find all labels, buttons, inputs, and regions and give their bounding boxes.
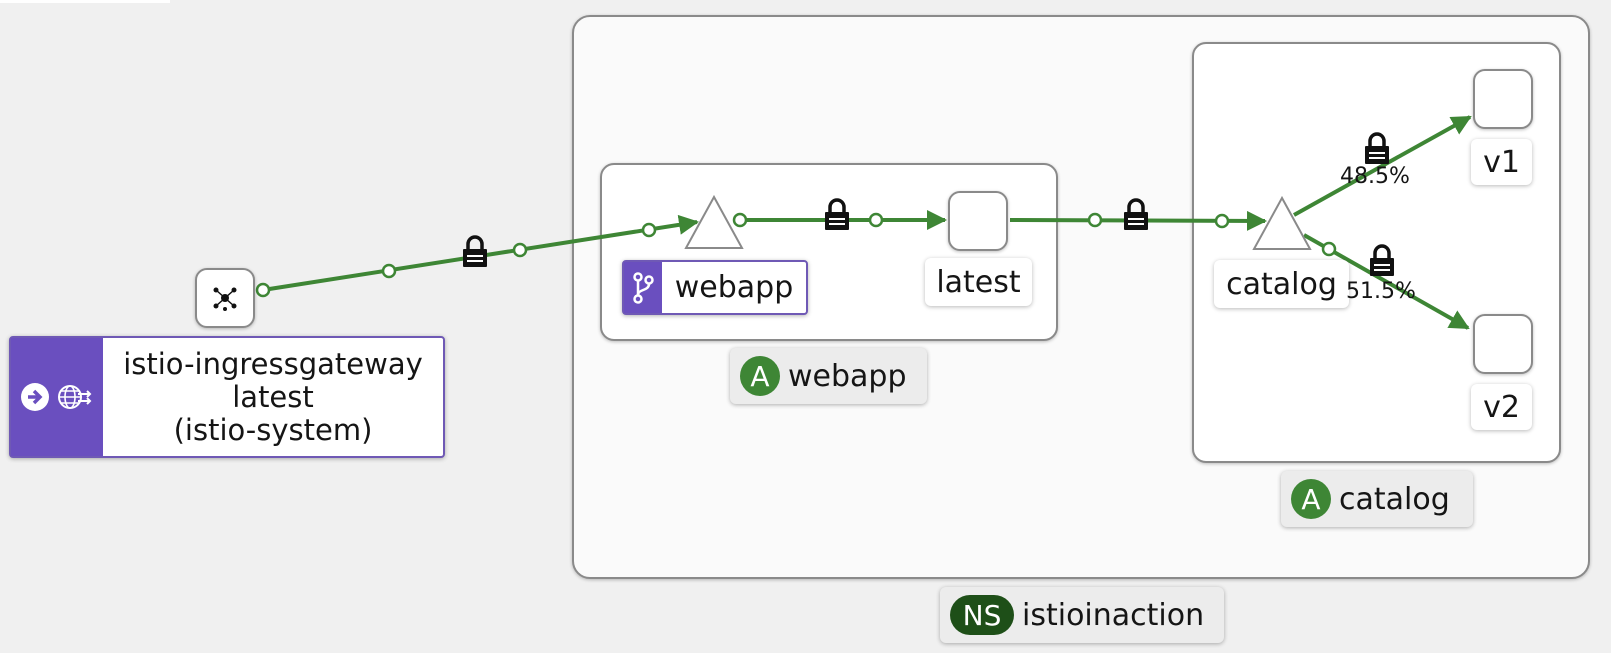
- catalog-service-label[interactable]: catalog: [1214, 260, 1349, 308]
- workload-node-v1[interactable]: [1473, 69, 1533, 129]
- app-name: webapp: [788, 358, 907, 394]
- cluster-nodes-icon: [213, 287, 237, 311]
- gateway-node[interactable]: [195, 268, 255, 328]
- lock-icon: [1368, 244, 1396, 278]
- workload-node-latest[interactable]: [948, 191, 1008, 251]
- app-badge: A: [740, 356, 780, 396]
- v1-label[interactable]: v1: [1471, 139, 1532, 185]
- app-label-webapp[interactable]: A webapp: [730, 348, 927, 404]
- gateway-namespace: (istio-system): [173, 412, 373, 447]
- gateway-version: latest: [232, 379, 314, 414]
- edge-catalog-to-v2[interactable]: [1303, 233, 1470, 330]
- namespace-label[interactable]: NS istioinaction: [940, 587, 1224, 643]
- globe-arrows-icon: [58, 385, 92, 409]
- namespace-name: istioinaction: [1022, 597, 1205, 633]
- edge-latest-to-catalog[interactable]: [1009, 198, 1267, 232]
- lock-icon: [1122, 198, 1150, 232]
- latest-label[interactable]: latest: [925, 258, 1032, 306]
- top-bar: [0, 0, 170, 3]
- lock-icon: [461, 235, 489, 269]
- webapp-service-label[interactable]: webapp: [622, 260, 808, 315]
- webapp-service-name: webapp: [674, 270, 794, 305]
- code-branch-icon: [633, 271, 654, 304]
- edge-percent-v1: 48.5%: [1340, 164, 1410, 189]
- app-name: catalog: [1339, 481, 1450, 517]
- arrow-right-circle-icon: [21, 383, 49, 411]
- app-label-catalog[interactable]: A catalog: [1281, 471, 1473, 527]
- workload-node-v2[interactable]: [1473, 314, 1533, 374]
- service-node-webapp[interactable]: [684, 194, 744, 249]
- namespace-badge: NS: [950, 595, 1014, 635]
- lock-icon: [823, 198, 851, 232]
- gateway-label[interactable]: istio-ingressgateway latest (istio-syste…: [9, 336, 445, 458]
- service-node-catalog[interactable]: [1252, 195, 1312, 250]
- edge-percent-v2: 51.5%: [1346, 279, 1416, 304]
- lock-icon: [1363, 132, 1391, 166]
- app-badge: A: [1291, 479, 1331, 519]
- edge-webapp-to-latest[interactable]: [732, 198, 947, 232]
- gateway-name: istio-ingressgateway: [123, 346, 423, 381]
- edge-gateway-to-webapp[interactable]: [255, 214, 699, 298]
- gateway-label-stripe: [11, 338, 103, 456]
- v2-label[interactable]: v2: [1471, 384, 1532, 430]
- edge-catalog-to-v1[interactable]: [1293, 115, 1472, 217]
